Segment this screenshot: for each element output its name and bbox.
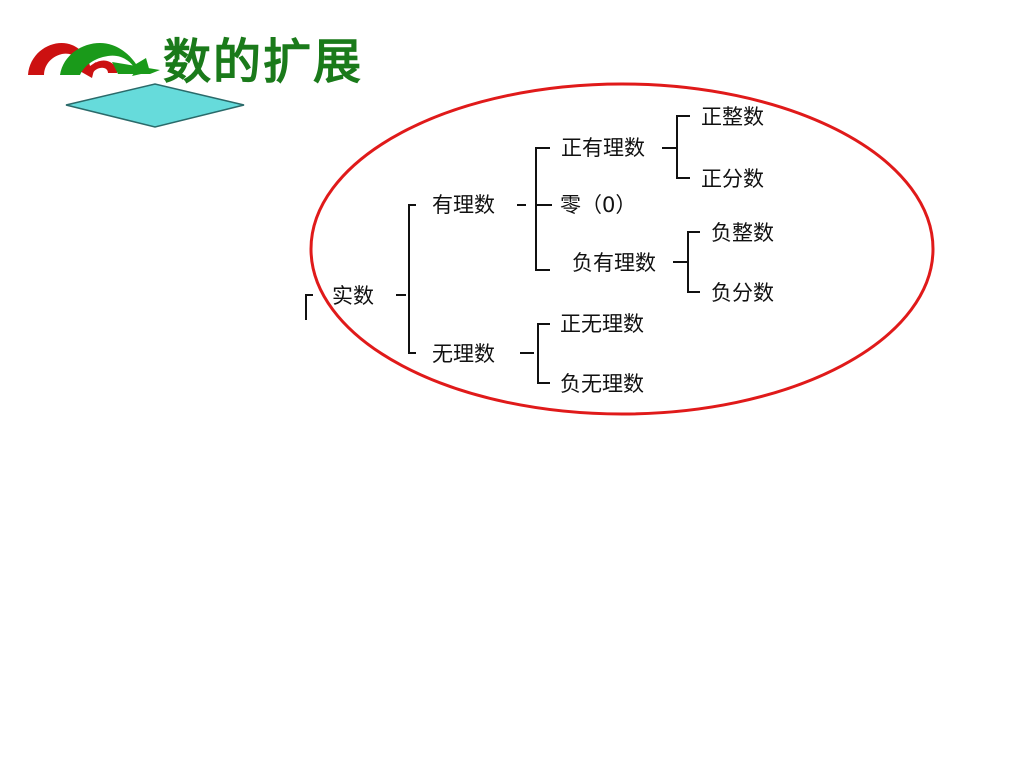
irrational-bracket xyxy=(537,323,550,384)
pos-rational-bracket xyxy=(676,115,690,179)
node-positive-rational: 正有理数 xyxy=(561,136,645,160)
red-curl-icon xyxy=(86,60,118,73)
outer-bracket xyxy=(305,294,313,320)
node-irrational: 无理数 xyxy=(432,342,495,366)
tree-brackets xyxy=(305,115,700,384)
real-bracket xyxy=(408,204,416,354)
green-arrow-head-icon xyxy=(112,62,160,74)
diamond-shape xyxy=(65,83,245,128)
neg-rational-bracket xyxy=(687,231,700,293)
page-title: 数的扩展 xyxy=(163,34,364,90)
rational-bracket xyxy=(535,147,550,271)
node-rational: 有理数 xyxy=(432,193,495,217)
node-negative-fraction: 负分数 xyxy=(711,281,774,305)
node-positive-fraction: 正分数 xyxy=(701,167,764,191)
slide-logo xyxy=(28,43,245,128)
node-negative-irrational: 负无理数 xyxy=(560,372,644,396)
green-arrow-icon xyxy=(60,43,150,76)
node-positive-irrational: 正无理数 xyxy=(560,312,644,336)
highlight-ellipse xyxy=(309,82,935,416)
node-negative-rational: 负有理数 xyxy=(572,251,656,275)
node-positive-integer: 正整数 xyxy=(701,105,764,129)
node-negative-integer: 负整数 xyxy=(711,221,774,245)
node-real: 实数 xyxy=(332,284,374,308)
node-zero: 零（0） xyxy=(560,193,636,217)
